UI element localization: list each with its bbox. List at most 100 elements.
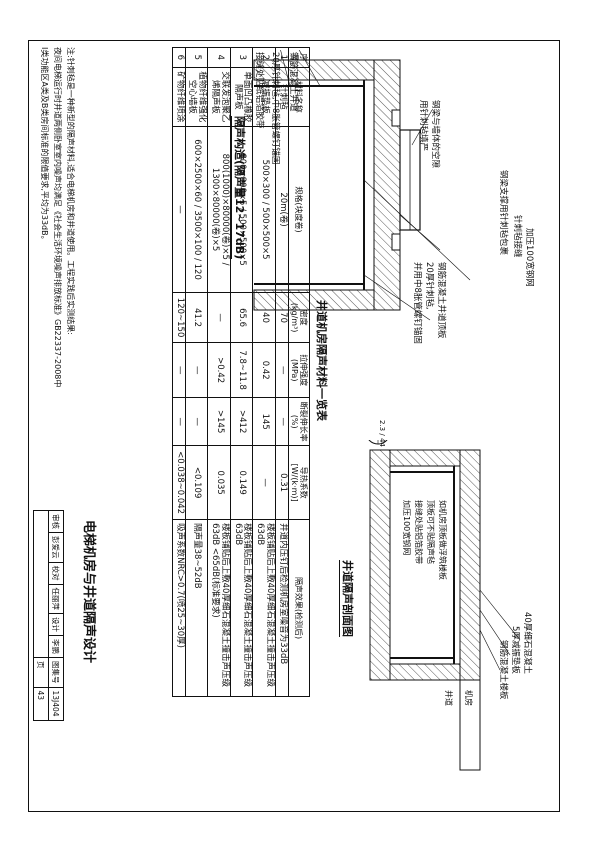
table-cell: >0.42 [207, 342, 231, 398]
table-cell: 交联发泡聚乙烯隔声板 [207, 67, 231, 127]
table-cell: — [275, 342, 289, 398]
detail-left-label: 钢梁支撑用针刺毡包裹 [498, 170, 508, 256]
table-cell: 0.149 [230, 445, 253, 520]
table-cell: <0.038~0.042 [172, 445, 186, 520]
table-cell: 145 [252, 397, 276, 446]
table-cell: <0.109 [185, 445, 208, 520]
detail-right-label: 钢筋混凝土楼板 [498, 640, 508, 700]
detail-left-label: 20厚针刺毡, [424, 262, 434, 310]
table-cell: 0.42 [252, 342, 276, 398]
sheet-title: 电梯机房与井道隔声设计 [81, 520, 96, 664]
table-cell: 井道内压钉后检测机房室噪音为33dB [275, 519, 289, 697]
signoff-name: 彭爱云 [48, 532, 64, 562]
table-cell: 800(1000)×80000(卷)×5 / 1300×80000(卷)×5 [207, 126, 231, 293]
signoff-role: 校对 [48, 562, 64, 584]
materials-table-title: 井道机房隔声材料一览表 [315, 300, 328, 421]
table-header-cell: 材料名称 [288, 67, 310, 127]
title-block: 审核 彭爱云 校对 任丽萍 设计 李鹏 图集号 13J404 页 43 [33, 510, 64, 721]
table-header-row: 序号材料名称规格(块度卷)密度(kg/m³)拉伸强度(MPa)断裂伸长率(%)导… [288, 47, 310, 697]
detail-left-label: 钢梁与墙体的空隙 [430, 100, 440, 169]
detail-left-label: 用针刺毡填严 [418, 100, 428, 152]
table-cell: — [172, 397, 186, 446]
table-header-cell: 断裂伸长率(%) [288, 397, 310, 446]
table-cell: — [275, 397, 289, 446]
table-cell: 0.035 [207, 445, 231, 520]
table-header-cell: 拉伸强度(MPa) [288, 342, 310, 398]
atlas-no-label: 图集号 [48, 657, 64, 687]
detail-left-label: 并用中8胀管螺钉锚固 [412, 262, 422, 344]
note-line: 夜间电梯运行时井道两侧卧室室内噪声均满足《社会生活环境噪声排放标准》GB2233… [53, 47, 62, 388]
page-number: 43 [33, 687, 49, 721]
signoff-name: 李鹏 [48, 635, 64, 658]
table-cell: — [185, 342, 208, 398]
table-cell: 2 [252, 47, 276, 68]
table-header-cell: 规格(块度卷) [288, 126, 310, 293]
table-cell: 20m(卷) [275, 126, 289, 293]
detail-right-label: 5厚减振垫板 [510, 626, 520, 674]
table-cell: 5 [185, 47, 208, 68]
signoff-name: 任丽萍 [48, 584, 64, 614]
signoff-role: 设计 [48, 613, 64, 636]
detail-right-label: 加压100宽钢网 [402, 500, 411, 556]
table-cell: 隔声量38~52dB [185, 519, 208, 697]
table-cell: 600×2500×60 / 3500×100 / 120 [185, 126, 208, 293]
table-cell: 1 [275, 47, 289, 68]
signoff-role: 审核 [48, 510, 64, 533]
atlas-no: 13J404 [48, 687, 64, 721]
table-cell: 矿物纤维喷涂 [172, 67, 186, 127]
detail-right-label: 顶板可不贴隔声毡 [426, 500, 435, 564]
table-cell: — [185, 397, 208, 446]
table-cell: 针刺毡 [275, 67, 289, 127]
detail-left-drawing [253, 50, 471, 321]
detail-left-label: 加压100宽钢网 [524, 228, 534, 287]
table-cell: 500×300 / 500×500×5 [252, 126, 276, 293]
table-cell: 65.6 [230, 292, 253, 343]
table-header-cell: 导热系数[W/(k·m)] [288, 445, 310, 520]
detail-right-label: 如机房顶板做浮筑楼板 [438, 500, 447, 580]
table-cell: 6 [172, 47, 186, 68]
detail-left-label: 钢筋混凝土井道顶板 [436, 262, 446, 339]
table-cell: 单面凹凸橡胶隔声板 [230, 67, 253, 127]
detail-right-drawing [365, 440, 521, 771]
table-cell: 800×800×5 / 500×500×5 [230, 126, 253, 293]
table-cell: 楼板铺贴后上敷40厚细石混凝土撞击声压级63dB <65dB(标准要求) [207, 519, 231, 697]
table-cell: 楼板铺贴后上敷40厚细石混凝土撞击声压级63dB [252, 519, 276, 697]
table-cell: 7.8~11.8 [230, 342, 253, 398]
note-line: 注:针刺毡是一种新型的隔声材料,适合电梯机房和井道使用。工程实践后实测结果: [66, 47, 75, 335]
table-cell: 0.31 [275, 445, 289, 520]
table-cell: >412 [230, 397, 253, 446]
page-label: 页 [33, 657, 49, 687]
note-line: I类功能区A类及B类房间标准的限值要求,平均为33dB。 [40, 47, 49, 244]
table-cell: 41.2 [185, 292, 208, 343]
section-callout: 2.3 / 44 [378, 420, 386, 447]
table-header-cell: 密度(kg/m³) [288, 292, 310, 343]
table-header-cell: 隔声效果(检测后) [288, 519, 310, 697]
table-cell: 减振垫板 [252, 67, 276, 127]
table-cell: — [207, 292, 231, 343]
table-cell: — [172, 126, 186, 293]
table-cell: 40 [252, 292, 276, 343]
table-header-cell: 序号 [288, 47, 310, 68]
table-cell: 70 [275, 292, 289, 343]
table-cell: >145 [207, 397, 231, 446]
table-cell: — [172, 342, 186, 398]
detail-right-label: 井道 [444, 690, 453, 706]
table-cell: 4 [207, 47, 231, 68]
detail-left-label: 针刺毡接缝 [512, 215, 522, 258]
detail-right-label: 机房 [464, 690, 473, 706]
table-cell: 120~150 [172, 292, 186, 343]
table-cell: — [252, 445, 276, 520]
detail-right-label: 40厚细石混凝土 [522, 612, 532, 674]
table-cell: 吸声系数NRC>0.7(喷25~30厚) [172, 519, 186, 697]
detail-right-label: 接缝处贴铝箔胶带 [414, 500, 423, 564]
materials-table: 序号材料名称规格(块度卷)密度(kg/m³)拉伸强度(MPa)断裂伸长率(%)导… [172, 47, 310, 697]
table-cell: 楼板铺贴后上敷40厚细石混凝土撞击声压级63dB [230, 519, 253, 697]
detail-right-title: 井道隔声剖面图 [339, 560, 356, 637]
